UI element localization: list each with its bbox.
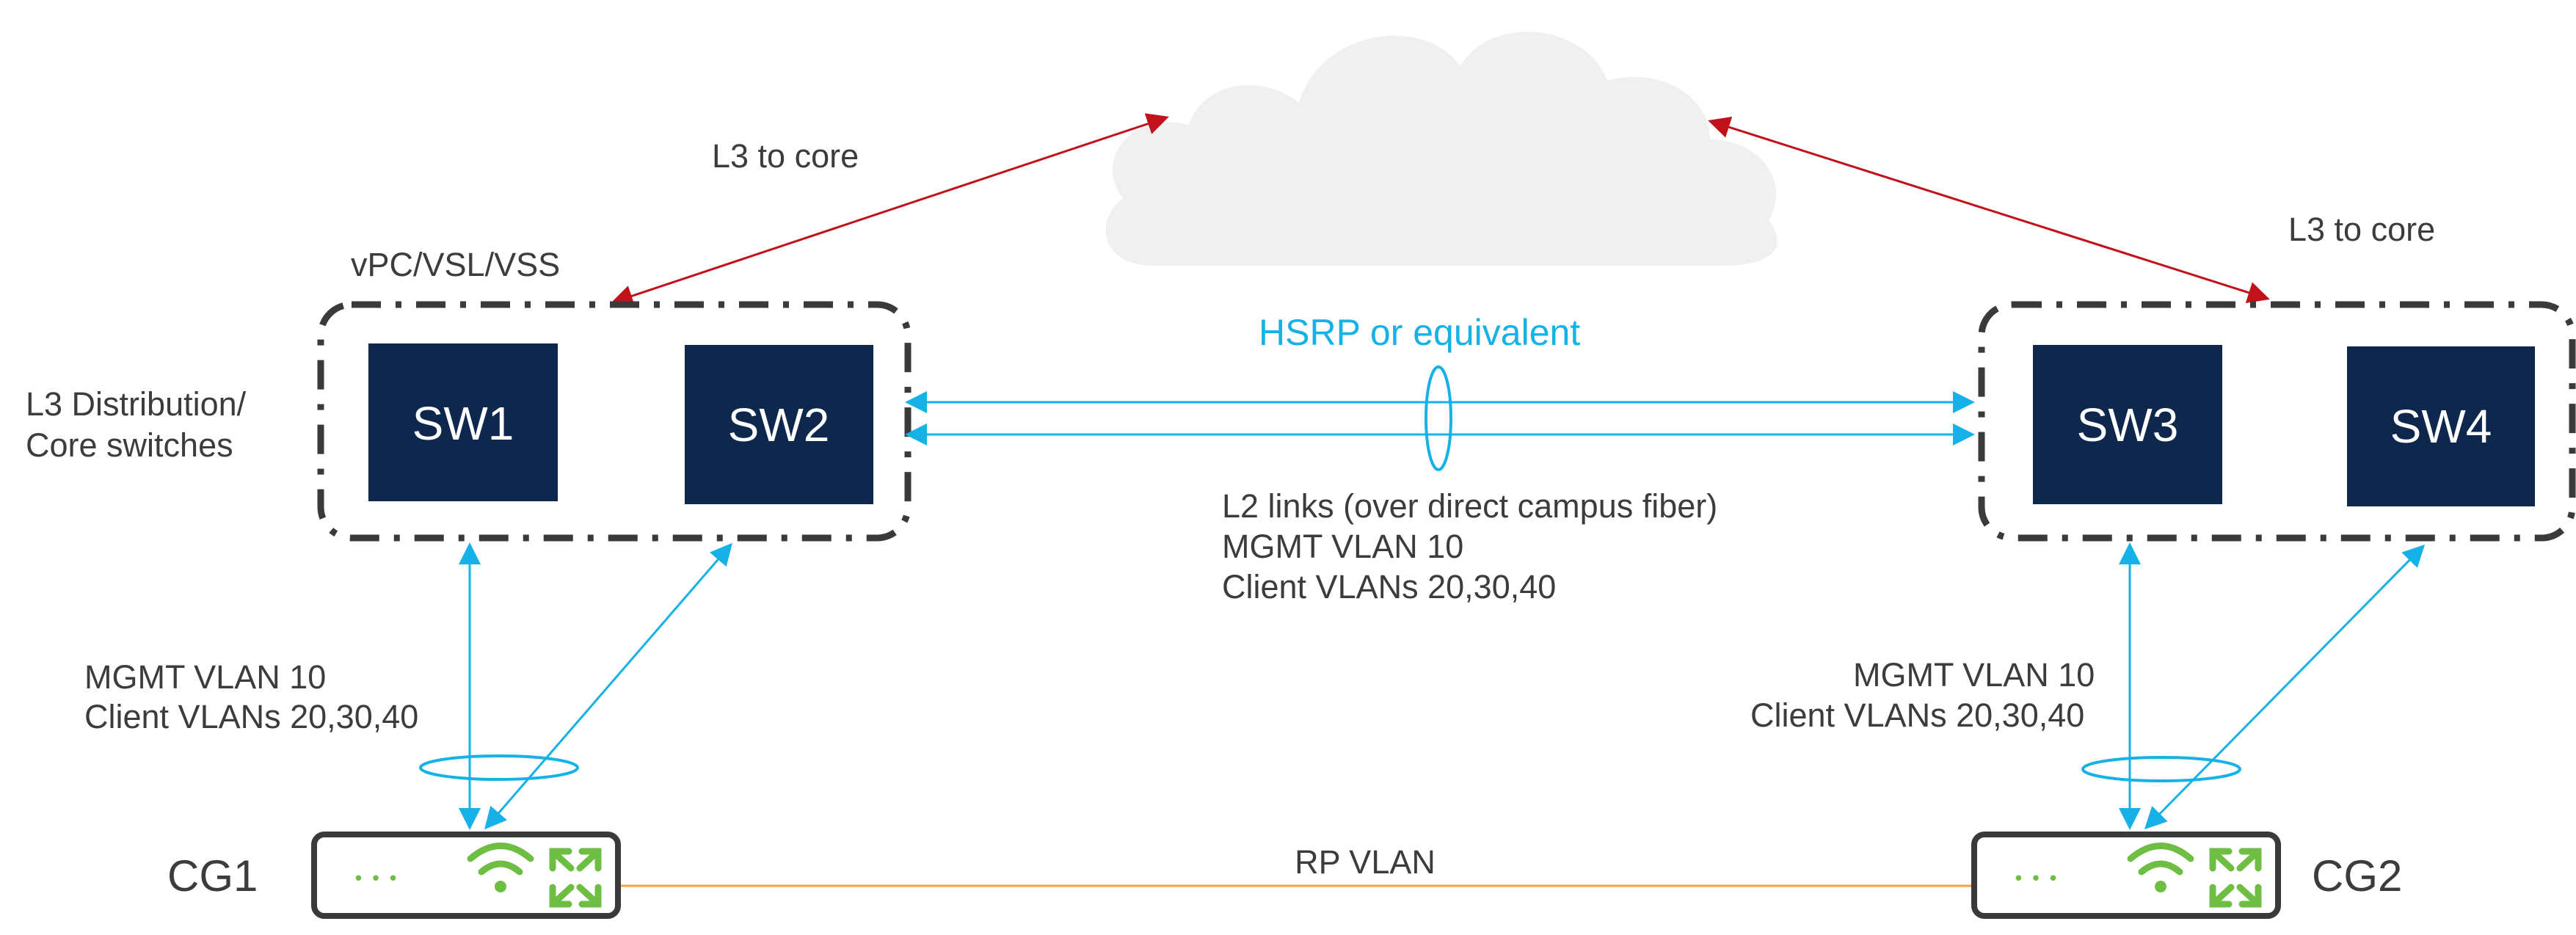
- redundancy-label: vPC/VSL/VSS: [351, 246, 560, 283]
- interswitch-line-3: Client VLANs 20,30,40: [1222, 568, 1556, 605]
- ellipsis-icon: • • •: [353, 868, 399, 890]
- role-label-line1: L3 Distribution/: [26, 385, 247, 423]
- cg2-label: CG2: [2312, 851, 2402, 901]
- rp-vlan-label: RP VLAN: [1295, 843, 1436, 881]
- core-link-left: [611, 113, 1169, 307]
- uplinks-right-line-2: Client VLANs 20,30,40: [1750, 696, 2084, 734]
- switch-sw4[interactable]: SW4: [2347, 346, 2535, 506]
- uplink-bundle-ring-left: [419, 754, 579, 781]
- gateway-cg2[interactable]: • • •: [1971, 832, 2281, 919]
- role-label-line2: Core switches: [26, 426, 233, 464]
- gateway-cg1[interactable]: • • •: [311, 832, 621, 919]
- left-switch-group: [317, 301, 912, 542]
- ellipsis-icon: • • •: [2013, 868, 2059, 890]
- uplinks-left-line-2: Client VLANs 20,30,40: [84, 698, 418, 735]
- expand-arrows-icon: [549, 848, 602, 908]
- core-link-right: [1708, 116, 2270, 304]
- switch-sw2[interactable]: SW2: [685, 345, 873, 504]
- interswitch-line-2: MGMT VLAN 10: [1222, 528, 1463, 565]
- switch-sw3[interactable]: SW3: [2033, 345, 2222, 504]
- switch-sw2-label: SW2: [728, 399, 830, 451]
- switch-sw1[interactable]: SW1: [368, 343, 558, 501]
- cloud-icon: [1105, 32, 1778, 266]
- wifi-icon: [467, 843, 534, 892]
- switch-sw4-label: SW4: [2390, 400, 2492, 453]
- uplinks-right-line-1: MGMT VLAN 10: [1853, 656, 2095, 694]
- right-switch-group: [1978, 301, 2576, 542]
- cg1-label: CG1: [167, 851, 258, 901]
- wifi-icon: [2127, 843, 2194, 892]
- uplink-bundle-ring-right: [2081, 756, 2241, 782]
- interswitch-bundle-ring: [1425, 365, 1452, 471]
- uplink-cg2-sw4: [2144, 544, 2426, 830]
- core-label-left: L3 to core: [712, 137, 859, 175]
- core-label-right: L3 to core: [2288, 211, 2435, 248]
- expand-arrows-icon: [2209, 848, 2262, 908]
- uplinks-left-line-1: MGMT VLAN 10: [84, 658, 326, 696]
- interswitch-line-1: L2 links (over direct campus fiber): [1222, 487, 1717, 525]
- switch-sw3-label: SW3: [2077, 399, 2179, 451]
- uplink-cg1-sw2: [484, 542, 732, 830]
- hsrp-label: HSRP or equivalent: [1259, 312, 1580, 353]
- switch-sw1-label: SW1: [412, 397, 514, 450]
